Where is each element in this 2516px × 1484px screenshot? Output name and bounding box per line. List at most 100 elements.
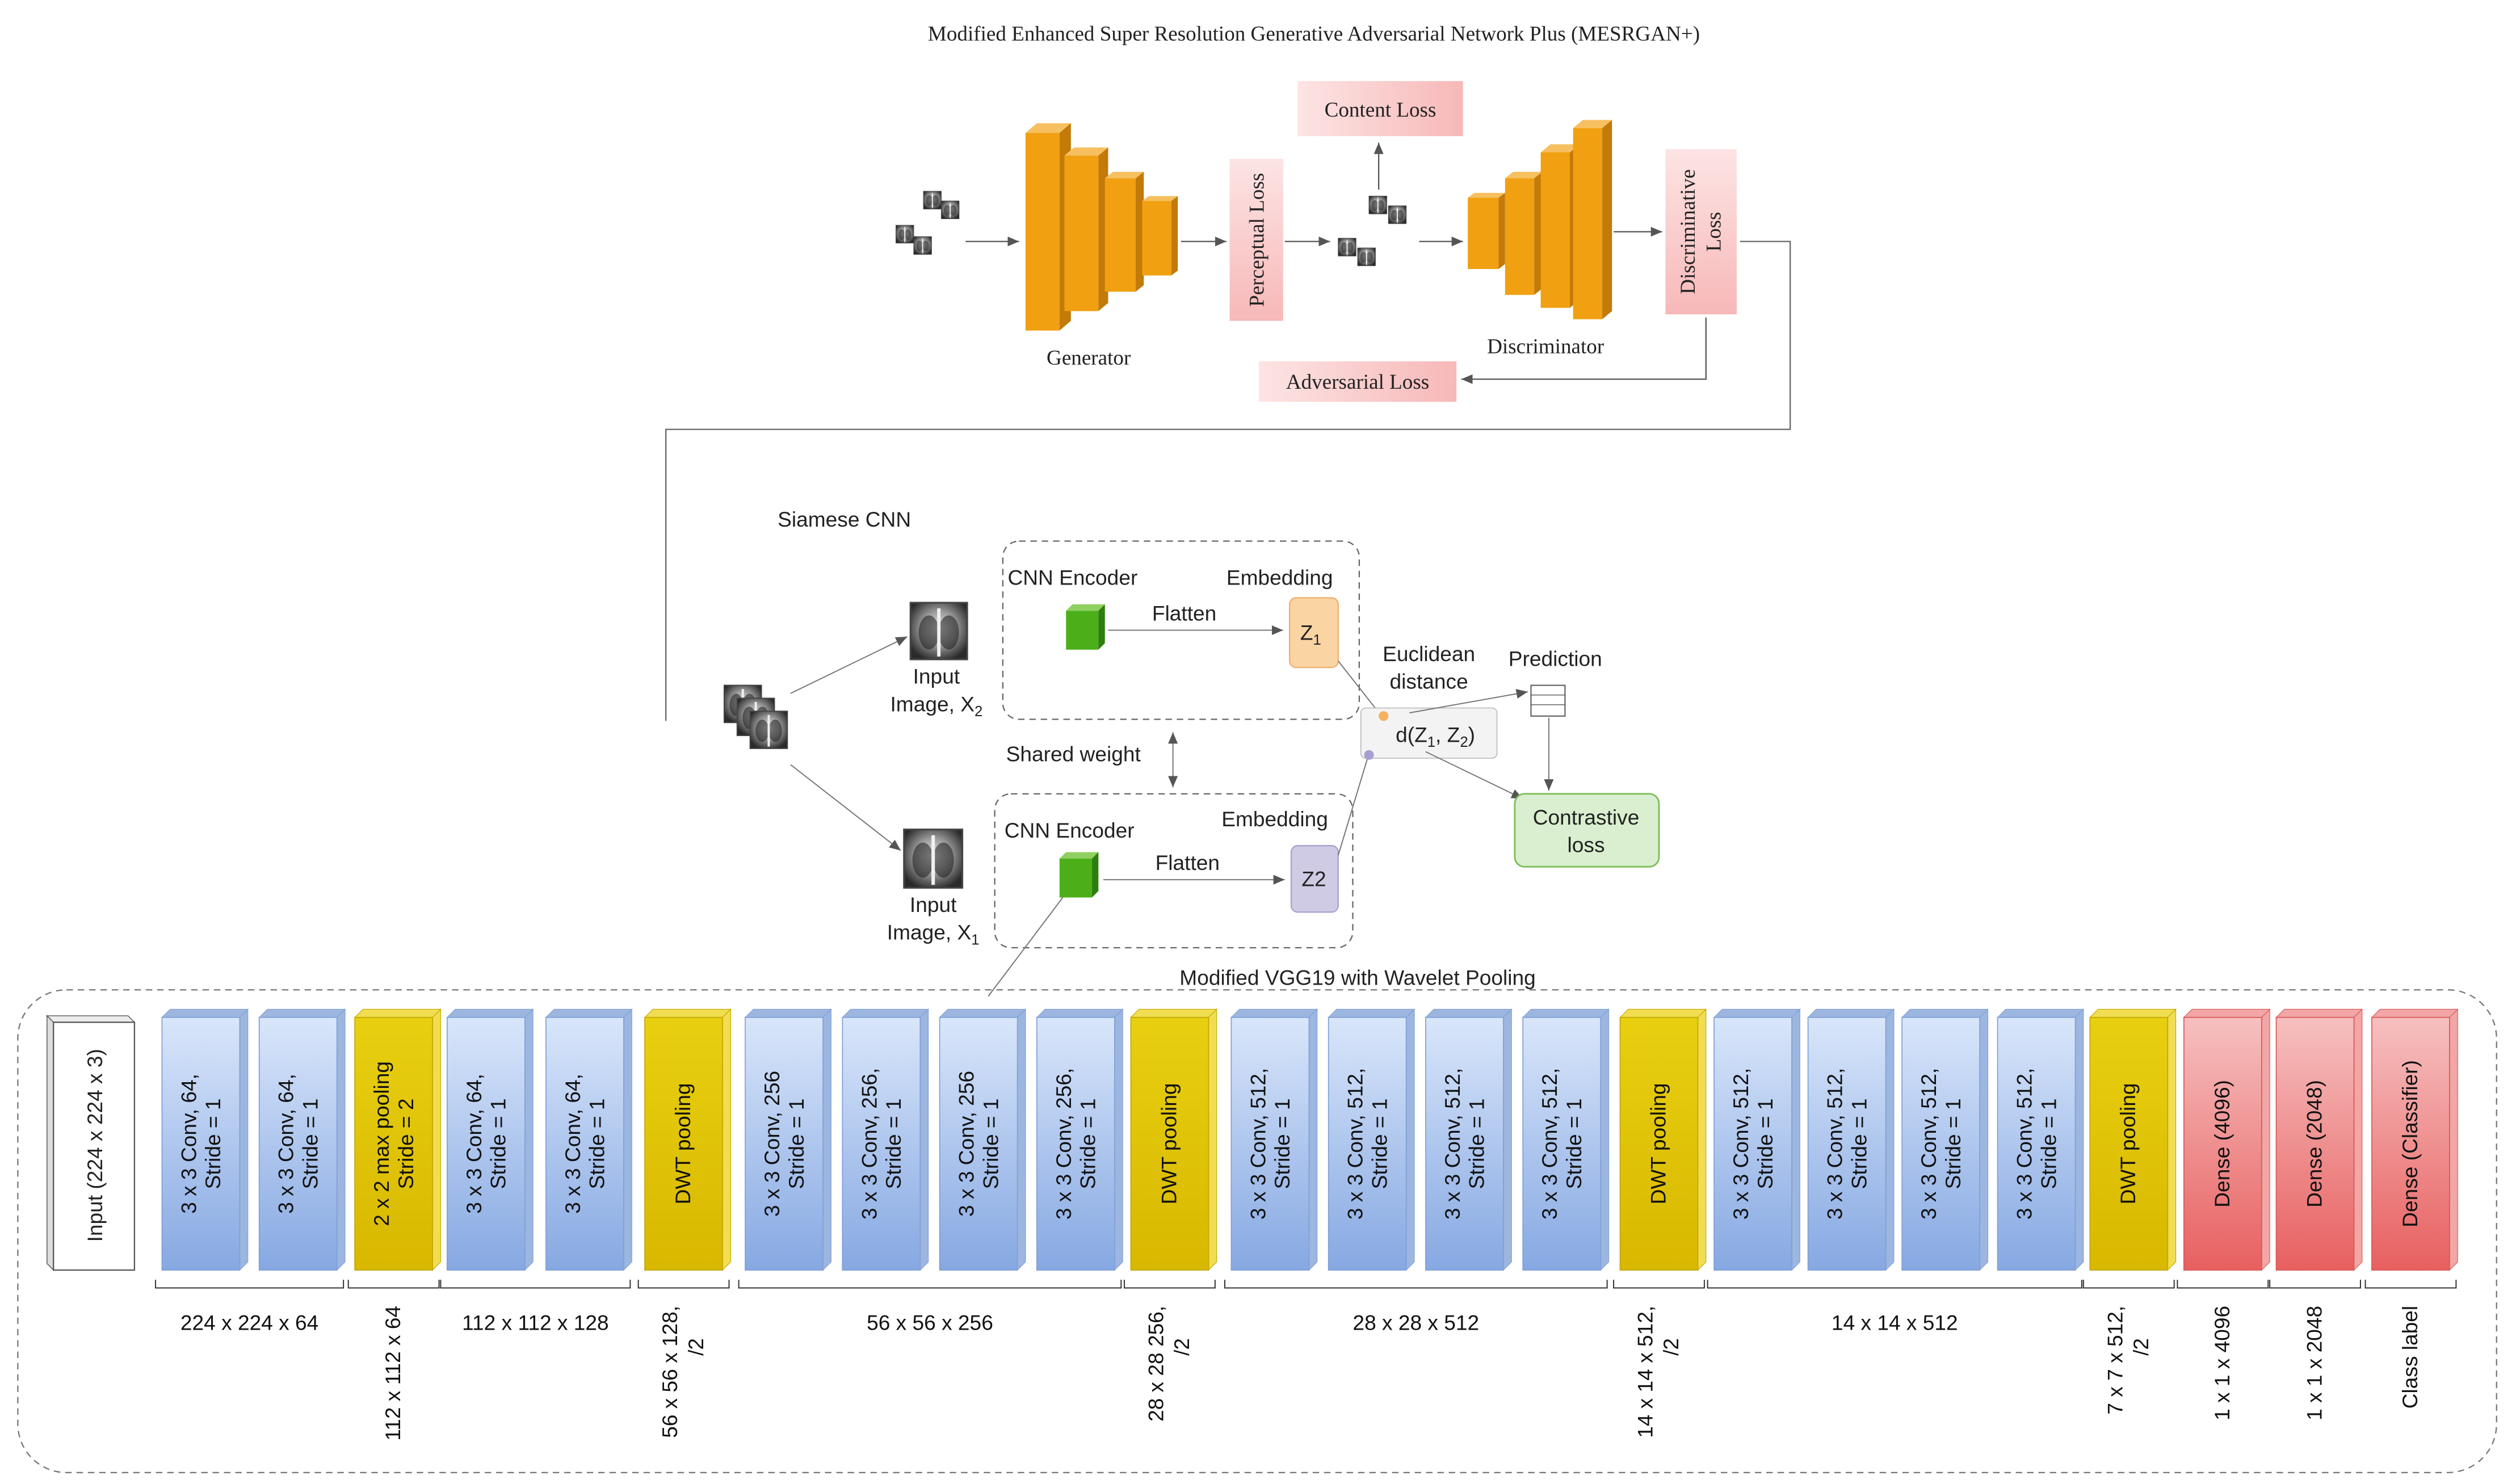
cnn-encoder-top-cube bbox=[1066, 604, 1105, 650]
dimension-bracket: 14 x 14 x 512,/2 bbox=[1613, 1280, 1705, 1438]
vgg-block-dense-23: Dense (2048) bbox=[2275, 1008, 2363, 1271]
arrow-distance-to-contrastive bbox=[1425, 751, 1523, 800]
dimension-bracket: 28 x 28 256,/2 bbox=[1124, 1280, 1216, 1422]
vgg-block-conv-4: 3 x 3 Conv, 64,Stride = 1 bbox=[446, 1008, 534, 1271]
distance-sub2: 2 bbox=[1460, 734, 1468, 750]
distance-box bbox=[1360, 707, 1498, 759]
vgg-block-label-line1: 3 x 3 Conv, 512, bbox=[1343, 1068, 1367, 1220]
input-image-x2 bbox=[910, 603, 967, 659]
vgg-block-label-line2: Stride = 1 bbox=[1465, 1099, 1489, 1189]
connector-gan-to-siamese bbox=[665, 241, 1791, 721]
vgg-block-label-line2: Stride = 1 bbox=[1941, 1099, 1965, 1189]
cnn-encoder-bottom-cube bbox=[1059, 852, 1099, 898]
vgg-input-block: Input (224 x 224 x 3) bbox=[46, 1015, 136, 1271]
discriminator-blocks bbox=[1468, 120, 1612, 319]
shared-weight-label: Shared weight bbox=[1006, 742, 1141, 766]
distance-dot-z2 bbox=[1364, 750, 1374, 760]
dimension-label: 112 x 112 x 128 bbox=[462, 1311, 608, 1335]
vgg-block-conv-20: 3 x 3 Conv, 512,Stride = 1 bbox=[1997, 1008, 2085, 1271]
discriminative-loss-box bbox=[1665, 149, 1737, 314]
input-x1-line2: Image, X1 bbox=[887, 920, 980, 948]
vgg-block-label-line2: Stride = 1 bbox=[1562, 1099, 1586, 1189]
prediction-label: Prediction bbox=[1509, 646, 1602, 670]
vgg-block-conv-14: 3 x 3 Conv, 512,Stride = 1 bbox=[1425, 1008, 1513, 1271]
line-z2-to-distance bbox=[1337, 753, 1370, 856]
vgg-block-label-line2: Stride = 1 bbox=[978, 1099, 1002, 1189]
vgg-block-label-line1: 3 x 3 Conv, 256, bbox=[1052, 1068, 1076, 1220]
vgg-block-label-line2: Stride = 1 bbox=[585, 1099, 609, 1189]
vgg-block-label-line1: 3 x 3 Conv, 512, bbox=[1823, 1068, 1847, 1220]
vgg-block-label-line1: 3 x 3 Conv, 512, bbox=[1729, 1068, 1753, 1220]
dimension-label: 56 x 56 x 256 bbox=[867, 1311, 993, 1335]
encoder-group-bottom bbox=[994, 793, 1354, 949]
vgg-block-label-line1: 3 x 3 Conv, 512, bbox=[1538, 1068, 1561, 1220]
dimension-bracket: 112 x 112 x 64 bbox=[347, 1280, 440, 1441]
dimension-label-suffix: /2 bbox=[684, 1338, 708, 1356]
embedding-top-label: Embedding bbox=[1227, 566, 1333, 590]
vgg-block-label-line2: Stride = 1 bbox=[881, 1099, 905, 1189]
vgg-block-conv-2: 3 x 3 Conv, 64,Stride = 1 bbox=[258, 1008, 346, 1271]
vgg-block-pool-11: DWT pooling bbox=[1130, 1008, 1218, 1271]
discriminative-loss-label-1: Discriminative bbox=[1677, 169, 1700, 294]
dimension-label: 14 x 14 x 512 bbox=[1832, 1311, 1958, 1335]
dimension-label: 1 x 1 x 4096 bbox=[2210, 1306, 2234, 1420]
contrastive-loss-box bbox=[1514, 793, 1660, 868]
vgg-block-pool-16: DWT pooling bbox=[1619, 1008, 1707, 1271]
vgg-block-label: DWT pooling bbox=[1646, 1083, 1670, 1205]
z2-label: Z2 bbox=[1301, 867, 1326, 891]
z1-label: Z1 bbox=[1300, 621, 1321, 649]
embedding-z1-box bbox=[1289, 597, 1339, 669]
distance-mid: , Z bbox=[1435, 722, 1460, 746]
embedding-z2-box bbox=[1290, 845, 1339, 913]
vgg-block-label: Dense (Classifier) bbox=[2398, 1060, 2422, 1227]
dimension-bracket: 14 x 14 x 512 bbox=[1707, 1280, 2082, 1335]
arrow-stack-to-x2 bbox=[790, 636, 908, 694]
vgg-block-dense-24: Dense (Classifier) bbox=[2371, 1008, 2459, 1271]
vgg-block-label-line1: 3 x 3 Conv, 512, bbox=[2013, 1068, 2036, 1220]
siamese-input-stack bbox=[723, 684, 789, 750]
dimension-label: 56 x 56 x 128, bbox=[658, 1306, 682, 1438]
vgg-block-pool-6: DWT pooling bbox=[644, 1008, 732, 1271]
vgg-block-conv-1: 3 x 3 Conv, 64,Stride = 1 bbox=[161, 1008, 249, 1271]
vgg-block-label: Dense (4096) bbox=[2210, 1080, 2234, 1208]
z1-base: Z bbox=[1300, 621, 1313, 645]
dimension-label: 112 x 112 x 64 bbox=[381, 1306, 405, 1441]
dimension-bracket: 7 x 7 x 512,/2 bbox=[2082, 1280, 2175, 1415]
vgg-block-label-line2: Stride = 1 bbox=[1847, 1099, 1871, 1189]
cnn-encoder-bottom-label: CNN Encoder bbox=[1005, 818, 1135, 842]
z1-subscript: 1 bbox=[1313, 632, 1321, 648]
discriminator-label: Discriminator bbox=[1487, 335, 1604, 358]
figure-title: Modified Enhanced Super Resolution Gener… bbox=[928, 23, 1700, 46]
vgg-input-label: Input (224 x 224 x 3) bbox=[83, 1049, 107, 1242]
vgg-block-conv-18: 3 x 3 Conv, 512,Stride = 1 bbox=[1807, 1008, 1895, 1271]
vgg-block-label: DWT pooling bbox=[1157, 1083, 1181, 1205]
vgg-block-label-line2: Stride = 1 bbox=[1367, 1099, 1391, 1189]
dimension-bracket: 1 x 1 x 4096 bbox=[2177, 1280, 2269, 1420]
vgg-block-label-line1: 3 x 3 Conv, 64, bbox=[462, 1074, 486, 1214]
embedding-bottom-label: Embedding bbox=[1221, 807, 1328, 831]
dimension-label-suffix: /2 bbox=[2129, 1338, 2153, 1356]
dimension-label: 1 x 1 x 2048 bbox=[2302, 1306, 2326, 1420]
vgg-block-label-line2: Stride = 1 bbox=[486, 1099, 510, 1189]
flatten-top-label: Flatten bbox=[1152, 601, 1216, 625]
input-x2-subscript: 2 bbox=[975, 704, 982, 720]
distance-d: d(Z bbox=[1396, 722, 1427, 746]
vgg-block-conv-15: 3 x 3 Conv, 512,Stride = 1 bbox=[1522, 1008, 1610, 1271]
vgg-block-label-line2: Stride = 1 bbox=[1270, 1099, 1294, 1189]
line-z1-to-distance bbox=[1338, 661, 1381, 715]
dimension-bracket: 1 x 1 x 2048 bbox=[2269, 1280, 2361, 1420]
arrow-distance-to-prediction bbox=[1409, 689, 1528, 714]
cnn-encoder-top-label: CNN Encoder bbox=[1007, 566, 1137, 590]
input-x1-text: Image, X bbox=[887, 920, 971, 944]
vgg-block-label-line2: Stride = 1 bbox=[201, 1099, 225, 1189]
distance-end: ) bbox=[1468, 722, 1475, 746]
vgg-block-label-line1: 3 x 3 Conv, 512, bbox=[1917, 1068, 1940, 1220]
vgg-title: Modified VGG19 with Wavelet Pooling bbox=[1179, 966, 1535, 990]
input-x2-line2: Image, X2 bbox=[891, 692, 983, 720]
content-loss-box bbox=[1297, 81, 1463, 136]
